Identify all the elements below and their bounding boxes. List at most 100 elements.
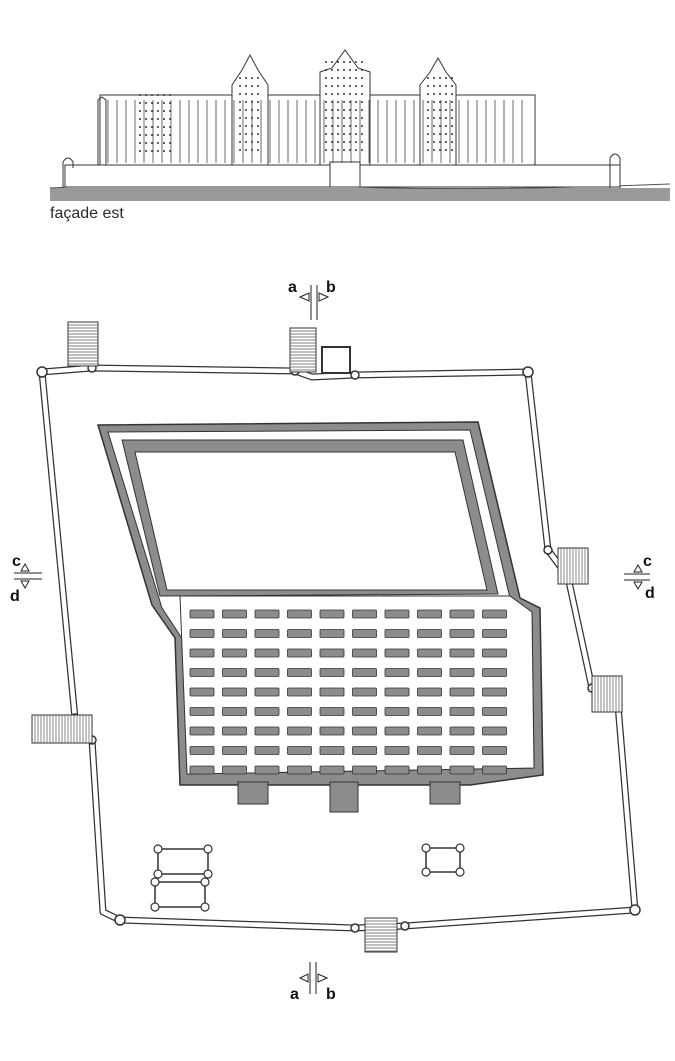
courtyard <box>134 451 488 591</box>
prayer-hall-pier <box>222 746 247 755</box>
mark-c-west: c <box>12 553 21 570</box>
prayer-hall-pier <box>352 609 377 619</box>
prayer-hall-pier <box>189 668 215 677</box>
mihrab-buttress-2 <box>329 781 359 813</box>
prayer-hall-pier <box>287 707 312 716</box>
facade-body <box>99 94 536 166</box>
prayer-hall-pier <box>287 765 312 775</box>
prayer-hall-pier <box>189 629 215 638</box>
facade-caption: façade est <box>50 205 124 222</box>
prayer-hall-pier <box>449 687 475 697</box>
prayer-hall-pier <box>482 765 507 775</box>
mark-a-top: a <box>288 279 297 296</box>
prayer-hall-pier <box>417 629 442 638</box>
prayer-hall-pier <box>449 668 475 677</box>
mark-d-east: d <box>645 585 655 602</box>
prayer-hall-pier <box>417 687 442 697</box>
prayer-hall-pier <box>449 746 475 755</box>
prayer-hall-pier <box>287 609 312 619</box>
prayer-hall-pier <box>287 746 312 755</box>
mark-d-west: d <box>10 588 20 605</box>
stair-north-west <box>67 321 99 367</box>
north-gate-room <box>321 346 351 374</box>
stair-south <box>364 917 398 953</box>
pavilion-3 <box>425 847 461 873</box>
prayer-hall-pier <box>352 648 377 658</box>
prayer-hall-pier <box>222 726 247 736</box>
prayer-hall-pier <box>417 609 442 619</box>
prayer-hall-pier <box>287 648 312 658</box>
prayer-hall-pier <box>189 687 215 697</box>
prayer-hall-pier <box>254 707 280 716</box>
prayer-hall-pier <box>319 629 345 638</box>
prayer-hall-pier <box>222 765 247 775</box>
prayer-hall-pier <box>189 726 215 736</box>
prayer-hall-pier <box>222 707 247 716</box>
prayer-hall-pier <box>319 746 345 755</box>
prayer-hall-pier <box>319 609 345 619</box>
prayer-hall-pier <box>482 629 507 638</box>
prayer-hall-pier <box>449 609 475 619</box>
prayer-hall-pier <box>449 707 475 716</box>
mark-a-bottom: a <box>290 986 299 1003</box>
tower-right <box>419 56 457 166</box>
prayer-hall-pier <box>352 765 377 775</box>
prayer-hall-pier <box>189 765 215 775</box>
prayer-hall-pier <box>352 707 377 716</box>
prayer-hall-pier <box>449 726 475 736</box>
pavilion-1 <box>157 848 209 875</box>
prayer-hall-pier <box>384 648 410 658</box>
prayer-hall-pier <box>417 707 442 716</box>
prayer-hall-pier <box>482 609 507 619</box>
prayer-hall-pier <box>384 746 410 755</box>
east-facade-elevation <box>49 49 671 201</box>
mark-c-east: c <box>643 553 652 570</box>
prayer-hall-pier <box>384 765 410 775</box>
prayer-hall-pier <box>254 629 280 638</box>
prayer-hall-pier <box>352 726 377 736</box>
prayer-hall-pier <box>319 707 345 716</box>
prayer-hall-pier <box>319 687 345 697</box>
prayer-hall-pier <box>449 629 475 638</box>
prayer-hall-pier <box>189 746 215 755</box>
tower-center <box>319 49 371 166</box>
prayer-hall-pier <box>352 746 377 755</box>
prayer-hall-pier <box>319 648 345 658</box>
prayer-hall-pier <box>254 687 280 697</box>
prayer-hall-pier <box>254 765 280 775</box>
prayer-hall-pier <box>254 726 280 736</box>
section-marker-cd-west <box>14 562 42 590</box>
prayer-hall-pier <box>417 726 442 736</box>
prayer-hall-pier <box>287 726 312 736</box>
prayer-hall-pier <box>384 707 410 716</box>
prayer-hall-pier <box>254 746 280 755</box>
prayer-hall-pier <box>319 726 345 736</box>
prayer-hall-pier <box>287 629 312 638</box>
prayer-hall-pier <box>482 726 507 736</box>
prayer-hall-pier <box>384 668 410 677</box>
prayer-hall-pier <box>254 668 280 677</box>
prayer-hall-pier <box>352 687 377 697</box>
prayer-hall-pier <box>482 746 507 755</box>
prayer-hall-pier <box>482 687 507 697</box>
prayer-hall-pier <box>189 707 215 716</box>
prayer-hall-pier <box>254 609 280 619</box>
ground-strip <box>50 188 670 201</box>
prayer-hall-pier <box>449 648 475 658</box>
stair-north <box>289 327 317 373</box>
prayer-hall-pier <box>222 687 247 697</box>
prayer-hall-pier <box>482 668 507 677</box>
prayer-hall-pier <box>352 668 377 677</box>
prayer-hall-pier <box>222 668 247 677</box>
floor-plan <box>31 321 641 953</box>
central-stair <box>329 161 361 188</box>
tower-left <box>231 53 269 166</box>
prayer-hall-pier <box>384 629 410 638</box>
prayer-hall-pier <box>482 707 507 716</box>
prayer-hall-pier <box>222 609 247 619</box>
prayer-hall-pier <box>222 629 247 638</box>
prayer-hall-pier <box>482 648 507 658</box>
prayer-hall-pier <box>189 648 215 658</box>
prayer-hall-pier <box>189 609 215 619</box>
